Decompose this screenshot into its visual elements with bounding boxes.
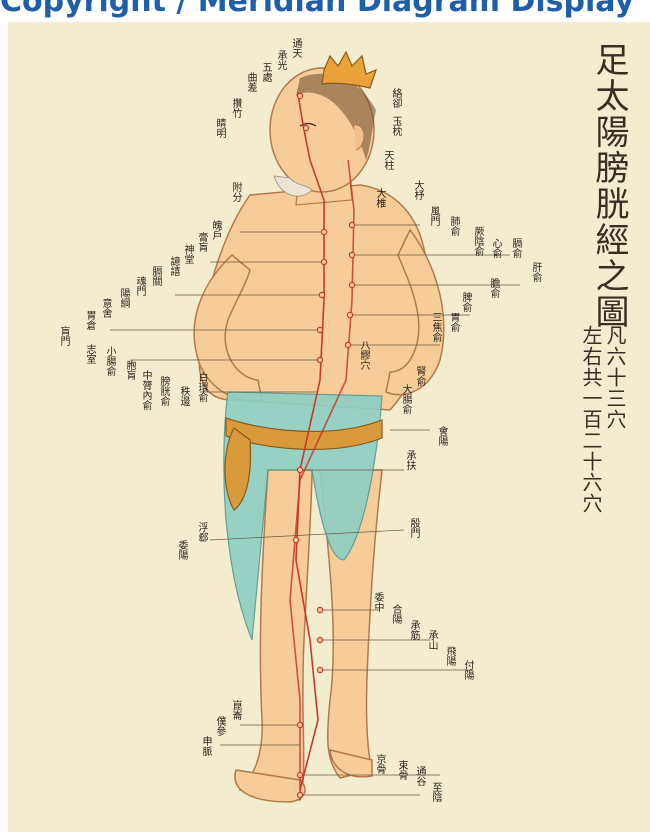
acupoint-label: 申脈 bbox=[200, 736, 211, 756]
acupoint-dot bbox=[321, 259, 326, 264]
acupoint-label: 譩譆 bbox=[168, 256, 179, 276]
acupoint-label: 承扶 bbox=[404, 450, 415, 470]
acupoint-label: 攢竹 bbox=[230, 98, 241, 118]
acupoint-dot bbox=[317, 607, 322, 612]
acupoint-label: 委陽 bbox=[176, 540, 187, 560]
acupoint-dot bbox=[349, 222, 354, 227]
acupoint-label: 通谷 bbox=[414, 766, 425, 786]
acupoint-label: 承筋 bbox=[408, 620, 419, 640]
acupoint-dot bbox=[349, 282, 354, 287]
acupoint-label: 膈關 bbox=[150, 266, 161, 286]
acupoint-label: 膽俞 bbox=[488, 278, 499, 298]
acupoint-dot bbox=[293, 537, 298, 542]
acupoint-label: 秩邊 bbox=[178, 386, 189, 406]
acupoint-label: 五處 bbox=[260, 62, 271, 82]
acupoint-label: 腎俞 bbox=[414, 366, 425, 386]
acupoint-label: 合陽 bbox=[390, 604, 401, 624]
acupoint-label: 神堂 bbox=[182, 244, 193, 264]
acupoint-label: 至陰 bbox=[430, 782, 441, 802]
acupoint-dot bbox=[349, 252, 354, 257]
acupoint-label: 八髎穴 bbox=[358, 340, 369, 370]
acupoint-label: 承光 bbox=[275, 50, 286, 70]
acupoint-dot bbox=[347, 312, 352, 317]
acupoint-dot bbox=[317, 637, 322, 642]
acupoint-label: 天柱 bbox=[382, 150, 393, 170]
acupoint-dot bbox=[297, 772, 302, 777]
acupoint-label: 厥陰俞 bbox=[472, 226, 483, 256]
acupoint-dot bbox=[317, 327, 322, 332]
acupoint-label: 膀胱俞 bbox=[158, 376, 169, 406]
acupoint-label: 胃倉 bbox=[84, 310, 95, 330]
acupoint-label: 殷門 bbox=[408, 518, 419, 538]
acupoint-label: 風門 bbox=[428, 206, 439, 226]
acupoint-dot bbox=[319, 292, 324, 297]
acupoint-label: 睛明 bbox=[214, 118, 225, 138]
acupoint-label: 僕參 bbox=[214, 716, 225, 736]
diagram-title: 足太陽膀胱經之圖 bbox=[591, 42, 627, 330]
acupoint-label: 肺俞 bbox=[448, 216, 459, 236]
topknot-crown bbox=[322, 52, 376, 88]
acupoint-dot bbox=[321, 229, 326, 234]
acupoint-label: 魄戶 bbox=[210, 220, 221, 240]
acupoint-dot bbox=[297, 722, 302, 727]
acupoint-label: 飛陽 bbox=[444, 646, 455, 666]
acupoint-label: 承山 bbox=[426, 630, 437, 650]
acupoint-dot bbox=[297, 93, 302, 98]
acupoint-dot bbox=[303, 125, 308, 130]
acupoint-label: 委中 bbox=[372, 592, 383, 612]
acupoint-label: 中膂內俞 bbox=[140, 370, 151, 410]
acupoint-label: 胃俞 bbox=[448, 312, 459, 332]
acupoint-label: 附分 bbox=[230, 182, 241, 202]
acupoint-dot bbox=[317, 667, 322, 672]
acupoint-label: 曲差 bbox=[245, 72, 256, 92]
acupoint-label: 志室 bbox=[84, 344, 95, 364]
acupoint-dot bbox=[297, 467, 302, 472]
acupoint-label: 崑崙 bbox=[230, 700, 241, 720]
acupoint-label: 小腸俞 bbox=[104, 346, 115, 376]
acupoint-label: 脾俞 bbox=[460, 292, 471, 312]
acupoint-label: 膈俞 bbox=[510, 238, 521, 258]
acupoint-label: 三焦俞 bbox=[430, 312, 441, 342]
acupoint-dot bbox=[345, 342, 350, 347]
acupoint-dot bbox=[297, 792, 302, 797]
acupoint-label: 白環俞 bbox=[196, 372, 207, 402]
acupoint-label: 膏肓 bbox=[196, 232, 207, 252]
acupoint-label: 玉枕 bbox=[390, 116, 401, 136]
acupoint-label: 絡卻 bbox=[390, 88, 401, 108]
total-count-text: 左右共一百二十六穴 bbox=[580, 325, 602, 514]
acupoint-label: 浮郄 bbox=[196, 522, 207, 542]
acupoint-label: 通天 bbox=[290, 38, 301, 58]
acupoint-label: 束骨 bbox=[396, 760, 407, 780]
acupoint-label: 付陽 bbox=[462, 660, 473, 680]
acupoint-label: 大腸俞 bbox=[400, 384, 411, 414]
acupoint-label: 心俞 bbox=[490, 238, 501, 258]
acupoint-label: 大杼 bbox=[412, 180, 423, 200]
acupoint-label: 肓門 bbox=[58, 326, 69, 346]
point-count-text: 凡六十三穴 bbox=[604, 325, 626, 430]
acupoint-label: 陽綱 bbox=[118, 288, 129, 308]
acupoint-label: 京骨 bbox=[374, 754, 385, 774]
acupoint-label: 肝俞 bbox=[530, 262, 541, 282]
acupoint-dot bbox=[317, 357, 322, 362]
acupoint-label: 大椎 bbox=[374, 188, 385, 208]
acupoint-label: 胞肓 bbox=[124, 360, 135, 380]
acupoint-label: 會陽 bbox=[436, 426, 447, 446]
acupoint-label: 意舍 bbox=[100, 298, 111, 318]
acupoint-label: 魂門 bbox=[134, 276, 145, 296]
